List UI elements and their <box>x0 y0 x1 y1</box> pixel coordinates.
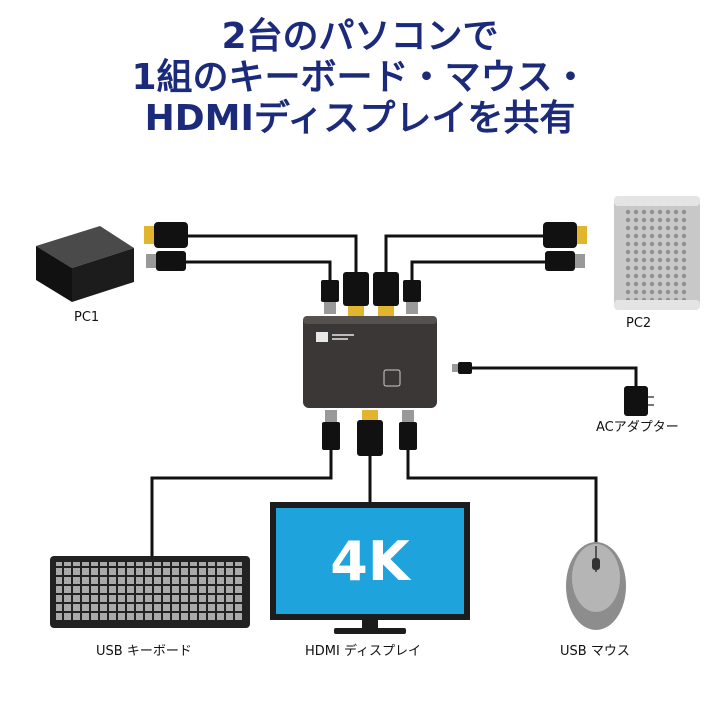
ac-plug <box>452 362 472 374</box>
switch-button-icon <box>383 369 401 387</box>
label-mouse: USB マウス <box>560 644 630 659</box>
cable-pc1-usb <box>186 260 332 280</box>
pc1-device <box>36 226 134 302</box>
cable-pc1-hdmi <box>186 234 358 272</box>
label-pc1: PC1 <box>74 310 100 325</box>
cables <box>150 234 638 556</box>
keyboard-device <box>50 556 250 628</box>
title-line-1: 2台のパソコンで <box>221 16 499 57</box>
mouse-device <box>566 542 626 630</box>
title-line-3: HDMIディスプレイを共有 <box>144 98 576 139</box>
label-ac-adapter: ACアダプター <box>596 420 679 435</box>
ac-adapter-device <box>624 386 654 416</box>
cable-keyboard <box>150 450 333 556</box>
kvm-switch <box>303 316 437 408</box>
label-keyboard: USB キーボード <box>96 644 192 659</box>
pc1-usb-plug <box>146 251 186 271</box>
pc2-usb-plug <box>545 251 585 271</box>
switch-output-plugs <box>322 410 417 456</box>
title-line-2: 1組のキーボード・マウス・ <box>131 57 589 98</box>
cable-pc2-hdmi <box>384 234 545 272</box>
cable-ac <box>470 366 638 388</box>
brand-logo-icon <box>316 332 328 342</box>
pc2-device <box>614 196 700 310</box>
cable-pc2-usb <box>410 260 545 280</box>
pc1-hdmi-plug <box>144 222 188 248</box>
label-hdmi-display: HDMI ディスプレイ <box>305 644 422 659</box>
monitor-screen-text: 4K <box>330 530 412 593</box>
monitor-device <box>270 502 470 634</box>
pc2-hdmi-plug <box>543 222 587 248</box>
cable-mouse <box>406 450 598 548</box>
label-pc2: PC2 <box>626 316 652 331</box>
switch-input-plugs <box>321 272 421 316</box>
